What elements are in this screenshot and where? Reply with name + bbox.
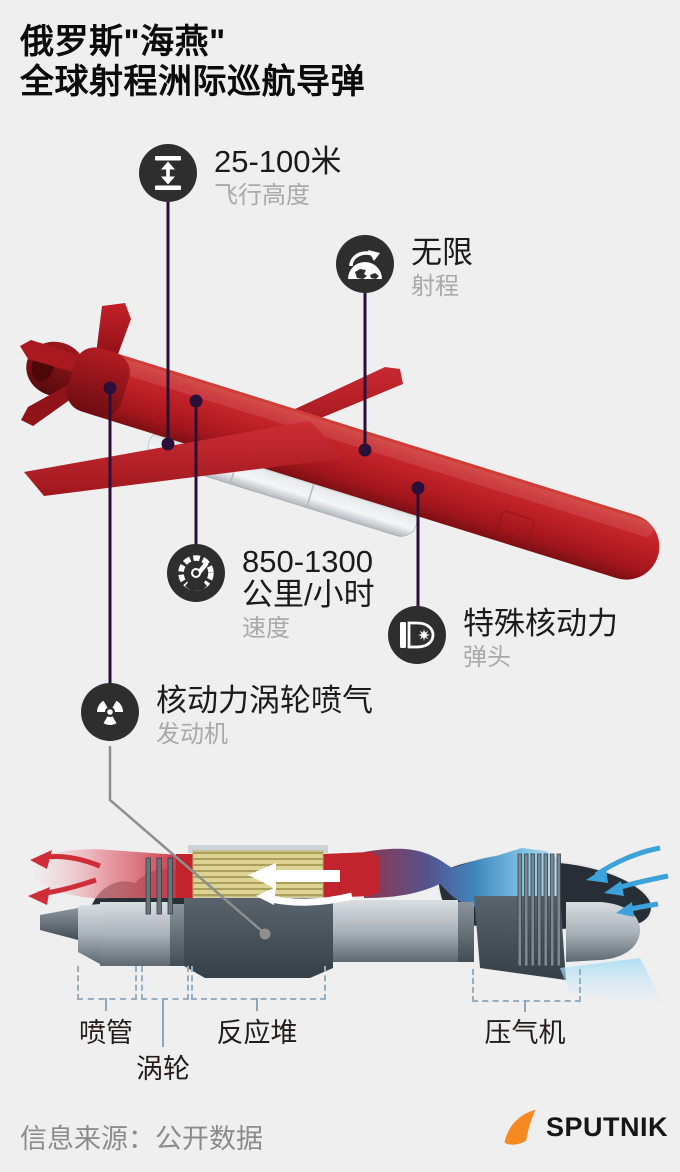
engine-shaft-right xyxy=(333,900,458,962)
spec-engine: 核动力涡轮喷气 发动机 xyxy=(81,683,373,748)
globe-range-icon xyxy=(336,235,394,293)
label-reactor: 反应堆 xyxy=(216,1018,298,1048)
missile-tail-band xyxy=(66,347,130,417)
engine-ring-a xyxy=(170,904,184,966)
engine-tail-cone xyxy=(78,904,100,964)
missile-body-highlight xyxy=(83,348,654,537)
flow-arrow-curved-head xyxy=(256,887,276,905)
tick-turbine xyxy=(162,998,164,1047)
spec-speed: 850-1300 公里/小时 速度 xyxy=(167,544,375,642)
engine-tail-tip xyxy=(40,908,78,940)
speed-label: 速度 xyxy=(242,615,290,642)
engine-label: 发动机 xyxy=(156,721,228,748)
altitude-value: 25-100米 xyxy=(214,144,342,179)
label-turbine: 涡轮 xyxy=(136,1054,190,1084)
intake-arrowhead xyxy=(604,881,624,896)
compressor-blades xyxy=(517,853,561,967)
reactor-cap xyxy=(188,845,328,853)
sputnik-brand-text: SPUTNIK xyxy=(545,1111,668,1142)
radiation-icon xyxy=(81,683,139,741)
range-label: 射程 xyxy=(411,273,459,300)
engine-pointer-line xyxy=(108,746,264,933)
title-line-1: 俄罗斯"海燕" xyxy=(20,23,226,61)
missile-illustration xyxy=(20,303,660,580)
flow-arrow-straight xyxy=(248,863,340,889)
bracket-compressor xyxy=(472,969,581,1002)
label-compressor: 压气机 xyxy=(484,1018,566,1048)
missile-near-wing xyxy=(24,421,345,496)
speed-value: 850-1300 xyxy=(242,544,374,579)
title-line-2: 全球射程洲际巡航导弹 xyxy=(20,63,365,101)
missile-top-fin xyxy=(96,303,131,357)
sputnik-flame-icon xyxy=(504,1109,536,1145)
label-nozzle: 喷管 xyxy=(79,1018,133,1048)
warhead-label: 弹头 xyxy=(463,644,511,671)
exhaust-arrowhead xyxy=(30,850,52,869)
spec-altitude: 25-100米 飞行高度 xyxy=(139,144,342,209)
spec-warhead: 特殊核动力 弹头 xyxy=(388,606,618,671)
source-note: 信息来源：公开数据 xyxy=(20,1124,263,1154)
bracket-turbine xyxy=(141,966,189,1000)
engine-pointer-dot xyxy=(259,928,271,940)
speedometer-icon xyxy=(167,544,225,602)
bracket-reactor xyxy=(191,966,326,1000)
missile-nose-panel xyxy=(494,510,535,547)
missile-body-group xyxy=(66,347,660,580)
engine-cutaway-diagram xyxy=(28,845,669,1006)
engine-blue-glow xyxy=(560,958,664,1006)
bracket-nozzle xyxy=(77,966,137,1000)
engine-center-slab xyxy=(184,898,333,978)
page-title: 俄罗斯"海燕" 全球射程洲际巡航导弹 xyxy=(20,22,365,102)
warhead-value: 特殊核动力 xyxy=(463,606,618,641)
intake-arrowhead xyxy=(586,867,608,883)
intake-arrowhead xyxy=(616,902,634,917)
sputnik-logo: SPUTNIK xyxy=(500,1108,668,1146)
altitude-range-icon xyxy=(139,144,197,202)
engine-ring-b xyxy=(458,902,474,962)
missile-body xyxy=(70,350,660,580)
turbine-blades xyxy=(145,857,173,915)
tick-reactor xyxy=(256,998,258,1011)
flow-arrow-curved xyxy=(267,892,353,906)
engine-intake-duct xyxy=(364,848,560,909)
reactor-red-left xyxy=(176,854,193,898)
nuclear-warhead-icon xyxy=(388,606,446,664)
exhaust-arrowhead xyxy=(28,887,50,905)
speed-value-unit: 公里/小时 xyxy=(242,577,375,612)
tick-nozzle xyxy=(105,998,107,1011)
engine-value: 核动力涡轮喷气 xyxy=(156,683,373,718)
engine-rear-cap xyxy=(566,902,640,962)
altitude-label: 飞行高度 xyxy=(214,182,310,209)
spec-range: 无限 射程 xyxy=(336,235,473,300)
tick-compressor xyxy=(524,1000,526,1012)
reactor-red-right xyxy=(323,852,380,898)
range-value: 无限 xyxy=(411,235,473,270)
